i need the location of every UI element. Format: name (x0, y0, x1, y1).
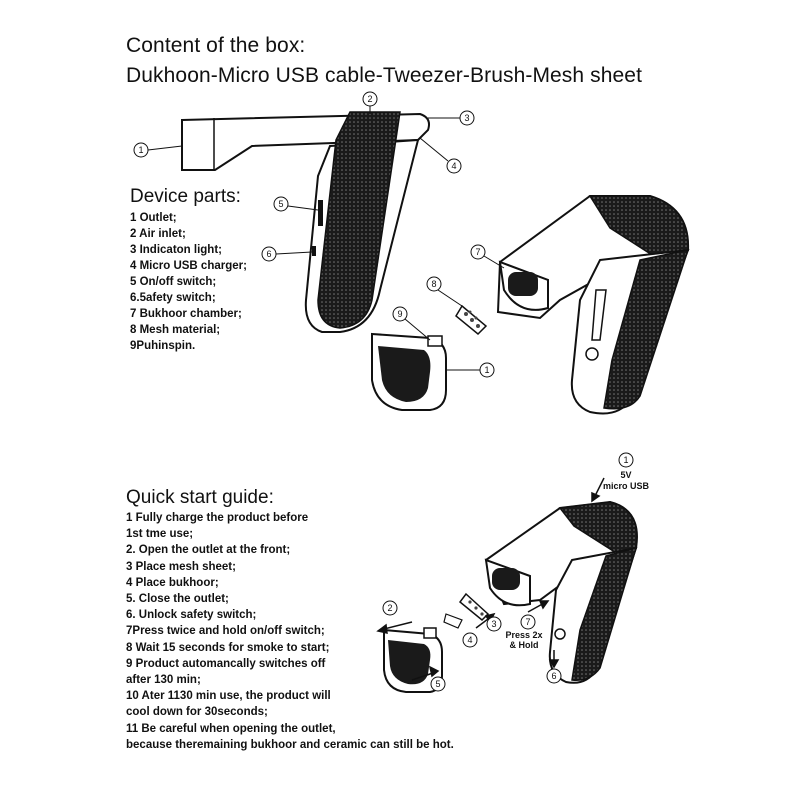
callout-1b-label: 1 (484, 365, 489, 375)
outlet-cap-bottom (383, 627, 443, 693)
box-contents-title: Content of the box: (126, 34, 306, 57)
device-parts-heading: Device parts: (130, 186, 241, 207)
list-item: 9Puhinspin. (130, 340, 196, 352)
callout-2-label: 2 (367, 94, 372, 104)
list-item: 2 Air inlet; (130, 228, 186, 240)
list-item: 4 Place bukhoor; (126, 576, 219, 589)
quick-start-heading: Quick start guide: (126, 487, 274, 508)
usb-type-label: micro USB (603, 481, 650, 491)
list-item: 1 Fully charge the product before (126, 512, 309, 524)
quick-start-steps: 1 Fully charge the product before 1st tm… (126, 510, 454, 753)
callouts-bottom (382, 452, 634, 692)
list-item: 7 Bukhoor chamber; (130, 308, 242, 320)
outlet-cap (371, 332, 447, 411)
step-7-label: 7 (525, 617, 530, 627)
callout-9-label: 9 (397, 309, 402, 319)
list-item: cool down for 30seconds; (126, 706, 268, 719)
device-parts-list: 1 Outlet; 2 Air inlet; 3 Indicaton light… (130, 210, 247, 354)
callout-1-label: 1 (138, 145, 143, 155)
callout-7-label: 7 (475, 247, 480, 257)
list-item: 5 On/off switch; (130, 276, 217, 288)
list-item: 6.5afety switch; (130, 292, 216, 304)
step-2-label: 2 (387, 603, 392, 613)
callout-5-label: 5 (278, 199, 283, 209)
box-contents-list: Dukhoon-Micro USB cable-Tweezer-Brush-Me… (126, 64, 642, 87)
step-4-label: 4 (467, 635, 472, 645)
callout-4-label: 4 (451, 161, 456, 171)
device-perspective-view (496, 195, 690, 415)
usb-voltage-label: 5V (620, 470, 631, 480)
list-item: 9 Product automancally switches off (126, 657, 326, 670)
callouts-perspective (470, 244, 505, 269)
callouts-mesh (426, 276, 463, 307)
press-instruction-2: & Hold (510, 640, 539, 650)
list-item: 11 Be careful when opening the outlet, (126, 722, 336, 735)
step-6-label: 6 (551, 671, 556, 681)
list-item: 4 Micro USB charger; (130, 260, 247, 272)
list-item: 5. Close the outlet; (126, 593, 229, 606)
step-3-label: 3 (491, 619, 496, 629)
callouts-cap (392, 306, 495, 378)
list-item: after 130 min; (126, 674, 201, 687)
mesh-sheet (455, 304, 488, 336)
list-item: 8 Wait 15 seconds for smoke to start; (126, 641, 330, 654)
list-item: 10 Ater 1130 min use, the product will (126, 690, 331, 703)
list-item: 8 Mesh material; (130, 324, 221, 336)
list-item: 2. Open the outlet at the front; (126, 544, 291, 557)
list-item: 1 Outlet; (130, 212, 177, 224)
device-side-view (181, 111, 430, 333)
callout-3-label: 3 (464, 113, 469, 123)
list-item: 7Press twice and hold on/off switch; (126, 625, 325, 638)
device-quickstart-view (484, 500, 638, 684)
callout-numbers: 1 2 3 4 5 6 7 8 9 1 2 5 4 3 7 6 1 5V mic… (138, 94, 649, 689)
mesh-sheet-bottom (443, 592, 490, 629)
press-instruction-1: Press 2x (505, 630, 542, 640)
list-item: 1st tme use; (126, 528, 194, 541)
list-item: 6. Unlock safety switch; (126, 609, 257, 622)
callout-8-label: 8 (431, 279, 436, 289)
step-5-label: 5 (435, 679, 440, 689)
list-item: 3 Indicaton light; (130, 244, 222, 256)
list-item: because theremaining bukhoor and ceramic… (126, 738, 454, 751)
callouts-side (133, 91, 475, 262)
step-1-label: 1 (623, 455, 628, 465)
callout-6-label: 6 (266, 249, 271, 259)
list-item: 3 Place mesh sheet; (126, 560, 236, 573)
